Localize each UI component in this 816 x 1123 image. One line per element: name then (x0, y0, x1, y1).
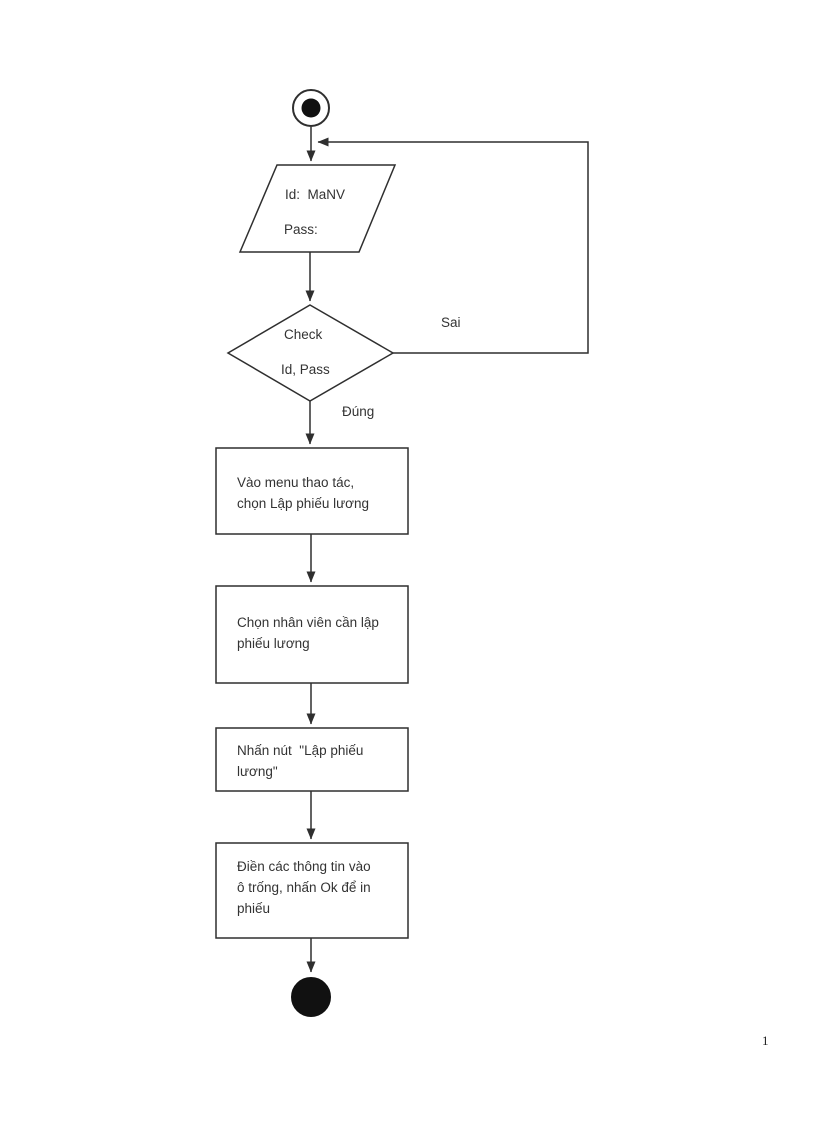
step1-label: Vào menu thao tác, chọn Lập phiếu lương (237, 475, 369, 511)
decision-diamond (226, 304, 395, 402)
step3-box (215, 727, 409, 792)
step3-label: Nhấn nút "Lập phiếu lương" (237, 743, 364, 779)
decision-label-check: Check (284, 327, 323, 342)
io-label-id: Id: MaNV (285, 187, 346, 202)
decision-label-idpass: Id, Pass (281, 362, 330, 377)
step4-box (215, 842, 409, 939)
edge-label-sai: Sai (441, 315, 461, 330)
start-node-dot (301, 98, 321, 118)
step4-label: Điền các thông tin vào ô trống, nhấn Ok … (237, 859, 371, 916)
io-label-pass: Pass: (284, 222, 318, 237)
step2-label: Chọn nhân viên cần lập phiếu lương (237, 615, 379, 651)
io-parallelogram (238, 164, 397, 253)
end-node (291, 977, 331, 1017)
step2-box (215, 585, 409, 684)
edge-loopback-sai (317, 137, 589, 354)
step1-box (215, 447, 409, 535)
edge-label-dung: Đúng (342, 404, 375, 419)
page-number: 1 (762, 1033, 769, 1048)
